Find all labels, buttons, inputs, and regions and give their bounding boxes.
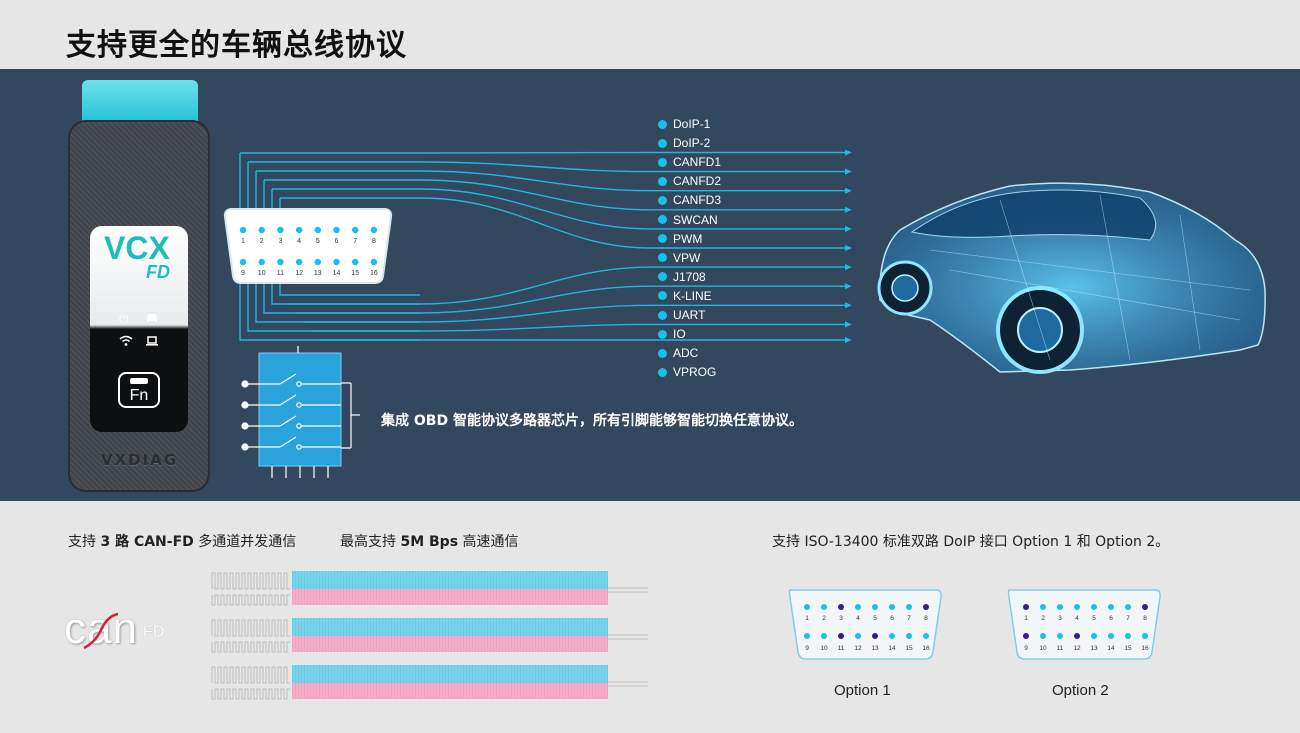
protocol-dot — [658, 367, 667, 377]
protocol-label: CANFD1 — [673, 155, 722, 170]
protocol-item: ADC — [658, 345, 698, 361]
device-face-panel — [90, 226, 188, 432]
protocol-dot — [658, 234, 667, 244]
protocol-item: CANFD2 — [658, 173, 721, 189]
protocol-label: ADC — [673, 346, 699, 361]
brand-label: VXDIAG — [101, 451, 179, 469]
protocol-dot — [658, 291, 667, 301]
protocol-dot — [658, 329, 667, 339]
doip-feature-text: 支持 ISO-13400 标准双路 DoIP 接口 Option 1 和 Opt… — [772, 534, 1170, 550]
protocol-item: CANFD1 — [658, 154, 721, 170]
protocol-item: J1708 — [658, 269, 706, 285]
header-bar: 支持更全的车辆总线协议 — [0, 0, 1300, 69]
protocol-label: DoIP-2 — [673, 136, 711, 151]
protocol-item: UART — [658, 307, 705, 323]
protocol-dot — [658, 176, 667, 186]
laptop-icon — [145, 335, 159, 350]
power-icon: ⏻ — [119, 312, 129, 326]
protocol-item: VPROG — [658, 364, 716, 380]
protocol-label: K-LINE — [673, 288, 712, 303]
protocol-item: DoIP-2 — [658, 135, 710, 151]
protocol-dot — [658, 310, 667, 320]
protocol-dot — [658, 272, 667, 282]
protocol-label: SWCAN — [673, 212, 718, 227]
canfd-logo: can FD — [64, 604, 165, 653]
protocol-label: CANFD2 — [673, 174, 722, 189]
protocol-label: PWM — [673, 231, 703, 246]
option1-label: Option 1 — [834, 682, 891, 699]
protocol-item: CANFD3 — [658, 192, 721, 208]
protocol-dot — [658, 253, 667, 263]
protocol-label: DoIP-1 — [673, 117, 711, 131]
protocol-dot — [658, 348, 667, 358]
protocol-item: VPW — [658, 250, 700, 266]
protocol-label: VPW — [673, 250, 701, 265]
canfd-feature-text: 支持 3 路 CAN-FD 多通道并发通信 — [68, 534, 297, 550]
device-logo: VCX — [104, 230, 170, 266]
wifi-icon — [119, 335, 133, 350]
canfd-logo-swoosh — [83, 612, 119, 650]
protocol-dot — [658, 157, 667, 167]
protocol-item: DoIP-1 — [658, 116, 710, 132]
protocol-dot — [658, 138, 667, 148]
speed-feature-text: 最高支持 5M Bps 高速通信 — [340, 534, 519, 550]
device-logo-sub: FD — [146, 262, 170, 282]
protocol-item: PWM — [658, 231, 702, 247]
protocol-item: SWCAN — [658, 212, 718, 228]
protocol-label: VPROG — [673, 365, 717, 380]
fn-button[interactable]: Fn — [118, 372, 160, 408]
protocol-item: IO — [658, 326, 686, 342]
device-obd-plug — [82, 80, 198, 126]
option2-label: Option 2 — [1052, 682, 1109, 699]
protocol-dot — [658, 195, 667, 205]
protocol-dot — [658, 215, 667, 224]
car-icon — [145, 312, 159, 327]
protocol-label: UART — [673, 308, 706, 322]
protocol-label: CANFD3 — [673, 193, 722, 208]
protocol-label: IO — [673, 327, 686, 342]
mux-caption: 集成 OBD 智能协议多路器芯片，所有引脚能够智能切换任意协议。 — [381, 413, 803, 429]
protocol-item: K-LINE — [658, 288, 712, 304]
page-title: 支持更全的车辆总线协议 — [66, 28, 407, 63]
protocol-label: J1708 — [673, 269, 706, 284]
protocol-dot — [658, 119, 667, 129]
